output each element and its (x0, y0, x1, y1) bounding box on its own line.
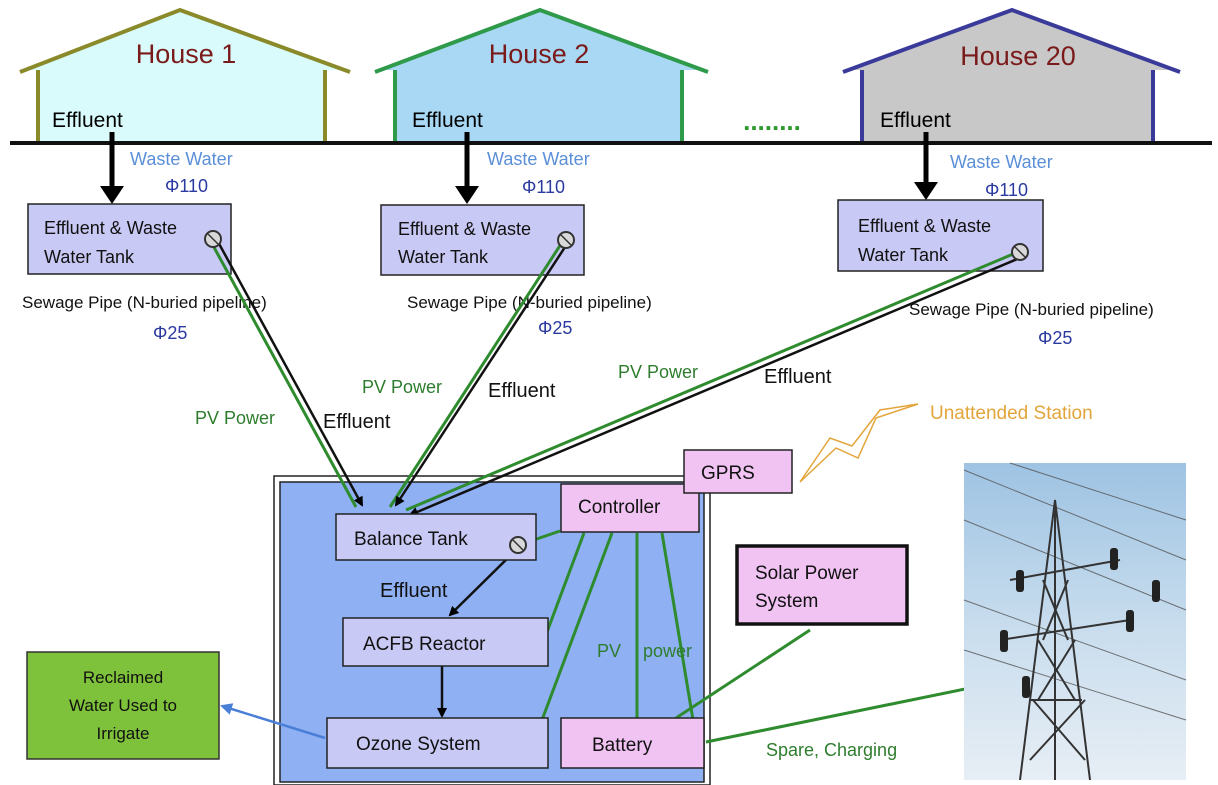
solar-power-system-box: Solar Power System (735, 544, 909, 626)
unattended-station-label: Unattended Station (930, 403, 1093, 424)
tank-house-20: Effluent & Waste Water Tank (837, 199, 1044, 272)
house-title: House 1 (136, 39, 237, 69)
wireless-signal-icon (799, 403, 919, 483)
pv-power-label: PV Power (362, 377, 442, 397)
reclaimed-water-arrow (220, 703, 326, 740)
pipe-size-label: Φ110 (165, 176, 208, 196)
balance-tank-label: Balance Tank (354, 529, 468, 550)
controller-box: Controller (560, 483, 700, 533)
sewage-pipe-label: Sewage Pipe (N-buried pipeline) (909, 300, 1154, 319)
house-effluent-label: Effluent (52, 109, 123, 132)
valve-icon (557, 231, 575, 249)
waste-water-label: Waste Water (130, 149, 233, 169)
tank-label-line2: Water Tank (858, 245, 949, 265)
waste-water-label: Waste Water (487, 149, 590, 169)
effluent-label: Effluent (323, 411, 391, 433)
houses-ellipsis: ........ (743, 106, 801, 136)
reclaimed-line3: Irrigate (97, 724, 150, 743)
sewage-size-label: Φ25 (1038, 328, 1072, 348)
balance-tank-box: Balance Tank (335, 513, 537, 561)
tank-label-line2: Water Tank (398, 247, 489, 267)
pipe-size-label: Φ110 (522, 177, 565, 197)
gprs-label: GPRS (701, 463, 755, 484)
tank-label-line2: Water Tank (44, 247, 135, 267)
spare-charging-label: Spare, Charging (766, 740, 897, 760)
pv-power-label: PV Power (195, 408, 275, 428)
power-label: power (643, 641, 692, 661)
house-20: House 20 Effluent (842, 7, 1181, 142)
reclaimed-line2: Water Used to (69, 696, 177, 715)
controller-label: Controller (578, 497, 661, 518)
valve-icon (1011, 243, 1029, 261)
house-effluent-label: Effluent (412, 109, 483, 132)
effluent-label: Effluent (488, 380, 556, 402)
valve-icon (204, 230, 222, 248)
effluent-label: Effluent (764, 366, 832, 388)
pv-label: PV (597, 641, 621, 661)
tank-label-line1: Effluent & Waste (44, 218, 177, 238)
effluent-label: Effluent (380, 580, 448, 602)
power-tower-image (963, 462, 1187, 781)
house-2: House 2 Effluent (374, 7, 709, 142)
battery-label: Battery (592, 735, 653, 756)
reclaimed-water-box: Reclaimed Water Used to Irrigate (26, 651, 220, 760)
drop-house-1: Waste Water Φ110 (100, 132, 233, 204)
ozone-system-label: Ozone System (356, 734, 481, 755)
battery-box: Battery (560, 717, 705, 769)
tank-house-1: Effluent & Waste Water Tank (27, 203, 232, 275)
tank-label-line1: Effluent & Waste (398, 219, 531, 239)
waste-water-label: Waste Water (950, 152, 1053, 172)
drop-house-20: Waste Water Φ110 (914, 132, 1053, 200)
house-effluent-label: Effluent (880, 109, 951, 132)
sewage-size-label: Φ25 (153, 323, 187, 343)
valve-icon (509, 536, 527, 554)
drop-house-2: Waste Water Φ110 (455, 132, 590, 204)
pv-power-label: PV Power (618, 362, 698, 382)
sewage-size-label: Φ25 (538, 318, 572, 338)
reclaimed-line1: Reclaimed (83, 668, 163, 687)
pipes (208, 239, 1023, 517)
acfb-reactor-label: ACFB Reactor (363, 634, 486, 655)
house-title: House 2 (489, 39, 590, 69)
house-1: House 1 Effluent (19, 7, 351, 142)
ozone-system-box: Ozone System (326, 717, 549, 769)
gprs-box: GPRS (683, 449, 793, 494)
acfb-reactor-box: ACFB Reactor (342, 617, 549, 667)
tank-house-2: Effluent & Waste Water Tank (380, 204, 585, 276)
tank-label-line1: Effluent & Waste (858, 216, 991, 236)
pipe-size-label: Φ110 (985, 180, 1028, 200)
sewage-pipe-label: Sewage Pipe (N-buried pipeline) (22, 293, 267, 312)
solar-label-line1: Solar Power (755, 563, 859, 584)
house-title: House 20 (960, 41, 1076, 71)
solar-label-line2: System (755, 591, 818, 612)
